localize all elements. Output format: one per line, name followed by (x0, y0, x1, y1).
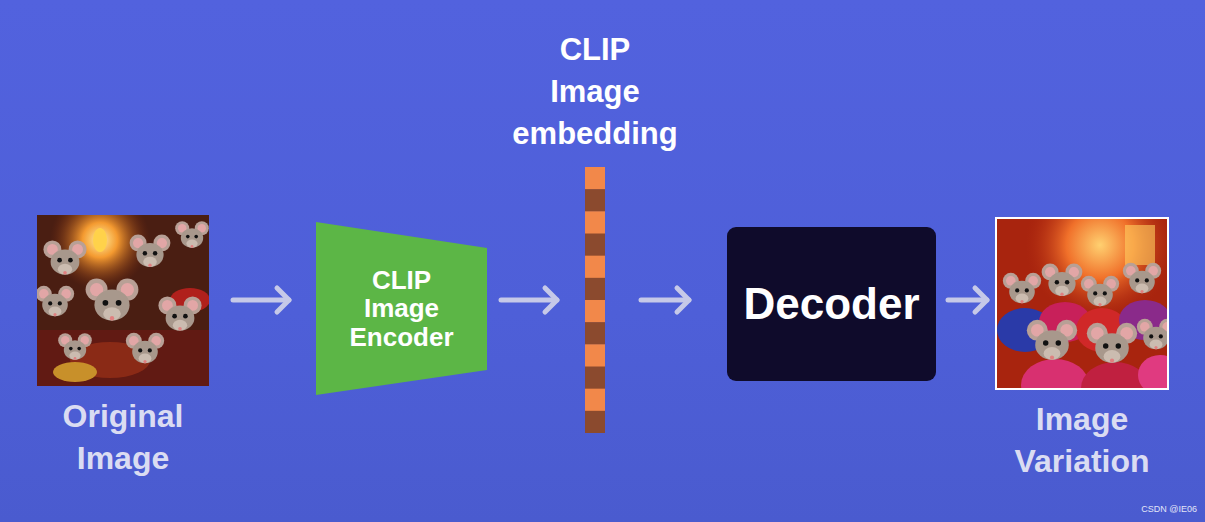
decoder-box: Decoder (727, 227, 936, 381)
image-node: Original Image (37, 215, 209, 386)
mouse (1123, 263, 1161, 293)
vector-cell (585, 234, 605, 257)
flow-arrow (948, 288, 987, 312)
vector-cell (585, 367, 605, 390)
vector-cell (585, 322, 605, 345)
gold-trim (53, 362, 97, 382)
mouse (1137, 319, 1168, 349)
mouse (86, 279, 139, 321)
mouse (37, 286, 74, 316)
vector-cell (585, 211, 605, 234)
mouse (43, 240, 86, 274)
candle-flame (93, 228, 107, 252)
fireplace (1125, 225, 1155, 265)
vector-cell (585, 256, 605, 279)
node-label: CLIP Image Encoder (332, 266, 472, 352)
vector-cell (585, 344, 605, 367)
original-image-picture (37, 215, 209, 386)
mouse (1003, 273, 1041, 303)
mouse (130, 235, 171, 267)
cloth (37, 330, 209, 386)
variation-image-picture (996, 218, 1168, 389)
image-caption: Original Image (38, 396, 208, 479)
arrow-head (975, 288, 987, 312)
vector-cell (585, 411, 605, 433)
node-label: Decoder (743, 278, 919, 331)
mouse (175, 221, 209, 248)
encoder-shape (316, 222, 487, 395)
arrow-shaft (948, 298, 987, 303)
vector-cells (585, 167, 605, 433)
flow-arrow (233, 288, 289, 312)
mouse (1027, 320, 1077, 360)
vector-cell (585, 167, 605, 190)
vector-cell (585, 278, 605, 301)
arrow-shaft (501, 298, 557, 303)
arrow-shaft (233, 298, 289, 303)
sweater (1138, 355, 1168, 389)
encoder-trapezoid: CLIP Image Encoder (316, 222, 487, 395)
mouse (126, 333, 164, 363)
image-caption: Image Variation (997, 399, 1167, 482)
embedding-vector: CLIP Image embedding (585, 167, 605, 433)
image-node: Image Variation (996, 218, 1168, 389)
sweater (1021, 359, 1089, 389)
mouse (1081, 276, 1119, 306)
picture-frame (996, 218, 1168, 389)
arrow-head (545, 288, 557, 312)
vector-cell (585, 389, 605, 412)
arrow-head (277, 288, 289, 312)
mouse (1042, 264, 1083, 296)
flow-arrow (501, 288, 557, 312)
mouse (1087, 323, 1137, 363)
mouse (58, 333, 92, 360)
arrow-head (677, 288, 689, 312)
vector-cell (585, 189, 605, 212)
flow-arrow (641, 288, 689, 312)
watermark: CSDN @IE06 (1141, 504, 1197, 514)
node-label: CLIP Image embedding (505, 29, 685, 155)
vector-cell (585, 300, 605, 323)
mouse (158, 296, 201, 330)
arrow-shaft (641, 298, 689, 303)
